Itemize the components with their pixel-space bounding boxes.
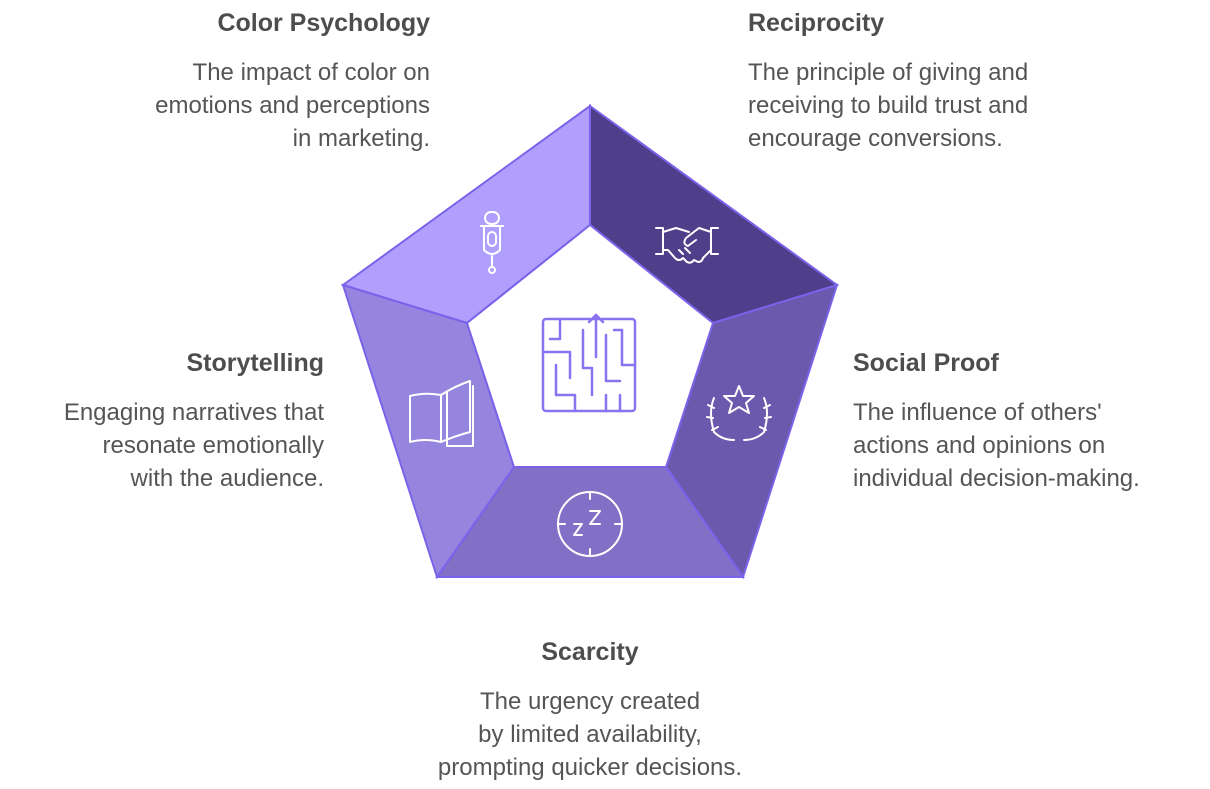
desc-line: by limited availability,: [478, 721, 702, 748]
desc-line: The influence of others': [853, 399, 1102, 426]
label-storytelling: Storytelling Engaging narratives that re…: [0, 348, 324, 495]
laurel-star-icon: [706, 385, 772, 441]
desc-line: The impact of color on: [192, 59, 430, 86]
handshake-icon: [655, 227, 719, 264]
title-scarcity: Scarcity: [541, 638, 639, 666]
desc-storytelling: Engaging narratives that resonate emotio…: [0, 396, 324, 495]
dropper-icon: [480, 211, 504, 274]
desc-reciprocity: The principle of giving and receiving to…: [748, 56, 1128, 155]
desc-line: emotions and perceptions: [155, 92, 430, 119]
label-reciprocity: Reciprocity The principle of giving and …: [748, 8, 1128, 155]
center-pentagon: [465, 223, 715, 468]
desc-line: The principle of giving and: [748, 59, 1029, 86]
title-color-psychology: Color Psychology: [217, 9, 430, 37]
desc-line: with the audience.: [130, 465, 324, 492]
desc-line: receiving to build trust and: [748, 92, 1029, 119]
label-color-psychology: Color Psychology The impact of color on …: [60, 8, 430, 155]
desc-line: individual decision-making.: [853, 465, 1140, 492]
book-icon: [409, 380, 474, 447]
desc-line: encourage conversions.: [748, 125, 1003, 152]
desc-color-psychology: The impact of color on emotions and perc…: [60, 56, 430, 155]
desc-scarcity: The urgency created by limited availabil…: [405, 685, 775, 784]
title-reciprocity: Reciprocity: [748, 9, 885, 37]
sleep-clock-icon: [557, 491, 623, 557]
desc-line: prompting quicker decisions.: [437, 754, 743, 781]
title-storytelling: Storytelling: [186, 349, 324, 377]
maze-icon: [541, 313, 637, 413]
desc-line: actions and opinions on: [853, 432, 1106, 459]
desc-line: in marketing.: [292, 125, 430, 152]
label-social-proof: Social Proof The influence of others' ac…: [853, 348, 1203, 495]
desc-line: The urgency created: [479, 688, 701, 715]
desc-social-proof: The influence of others' actions and opi…: [853, 396, 1203, 495]
title-social-proof: Social Proof: [853, 349, 999, 377]
label-scarcity: Scarcity The urgency created by limited …: [405, 637, 775, 784]
desc-line: Engaging narratives that: [63, 399, 324, 426]
desc-line: resonate emotionally: [102, 432, 324, 459]
